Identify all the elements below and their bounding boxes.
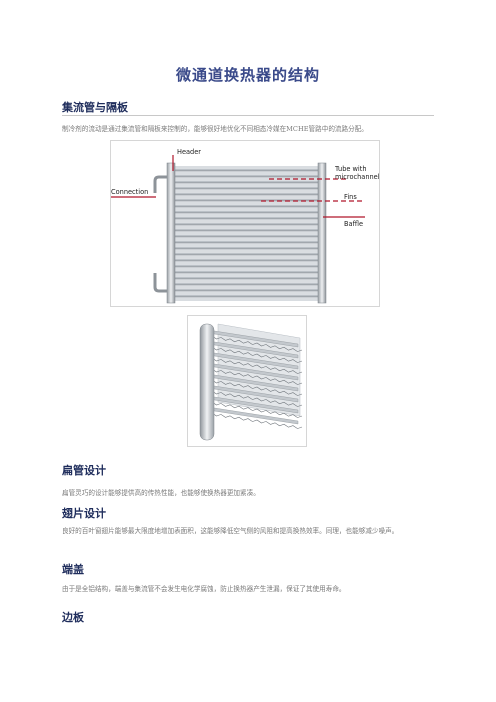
detail-fin (211, 368, 303, 385)
flat-tube (173, 210, 320, 214)
label-fins: Fins (344, 193, 357, 201)
flat-tube (173, 240, 320, 244)
flat-tube (173, 246, 320, 250)
tube-rows (173, 168, 320, 298)
detail-fin (211, 379, 303, 396)
flat-tube (173, 228, 320, 232)
label-tube-line2: microchannels (335, 173, 379, 181)
label-tube-line1: Tube with (334, 165, 367, 173)
label-header: Header (177, 148, 201, 156)
heat-exchanger-diagram: Header Connection Tube with microchannel… (110, 140, 384, 307)
section-paragraph-header-baffle: 制冷剂的流动是通过集流管和隔板来控制的，能够很好地优化不同相态冷媒在MCHE管路… (62, 125, 368, 133)
section-heading-header-baffle: 集流管与隔板 (62, 101, 128, 114)
detail-fin (211, 346, 303, 363)
flat-tube (173, 270, 320, 274)
flat-tube (173, 258, 320, 262)
bottom-connection-pipe (153, 273, 167, 293)
label-connection: Connection (111, 188, 148, 196)
header-pipe (199, 323, 215, 441)
section-paragraph-flat-tube: 扁管灵巧的设计能够提供高的传热性能，也能够使换热器更加紧凑。 (62, 489, 260, 497)
tube-fin-detail-illustration (187, 315, 307, 447)
left-header (166, 162, 176, 304)
section-paragraph-end-cap: 由于是全铝结构，端盖与集流管不会发生电化学腐蚀，防止换热器产生泄漏，保证了其使用… (62, 585, 346, 593)
section-heading-fin-design: 翅片设计 (62, 507, 106, 520)
right-header (317, 162, 327, 304)
section-divider (62, 115, 434, 116)
flat-tube (173, 264, 320, 268)
detail-fin (211, 335, 303, 352)
flat-tube (173, 252, 320, 256)
flat-tube (173, 294, 320, 298)
flat-tube (173, 192, 320, 196)
section-heading-end-cap: 端盖 (62, 563, 84, 576)
detail-fin (211, 390, 303, 407)
flat-tube (173, 204, 320, 208)
section-heading-flat-tube: 扁管设计 (62, 464, 106, 477)
flat-tube (173, 216, 320, 220)
detail-fin (211, 401, 303, 418)
label-baffle: Baffle (344, 220, 363, 228)
detail-fin (211, 412, 303, 429)
section-paragraph-fin-design: 良好的百叶窗翅片能够最大限度地增加表面积，这能够降低空气侧的风阻和提高换热效率。… (62, 527, 399, 535)
tube-fin-detail-svg (199, 323, 303, 441)
heat-exchanger-svg: Header Connection Tube with microchannel… (111, 148, 384, 304)
section-heading-side-plate: 边板 (62, 611, 84, 624)
flat-tube (173, 198, 320, 202)
fin-rows (207, 329, 303, 429)
flat-tube (173, 186, 320, 190)
flat-tube (173, 168, 320, 172)
flat-tube (173, 276, 320, 280)
page-title: 微通道换热器的结构 (175, 66, 320, 84)
flat-tube (173, 282, 320, 286)
detail-fin (211, 357, 303, 374)
flat-tube (173, 234, 320, 238)
top-connection-pipe (153, 175, 167, 193)
flat-tube (173, 222, 320, 226)
flat-tube (173, 288, 320, 292)
flat-tube (173, 180, 320, 184)
flat-tube (173, 174, 320, 178)
